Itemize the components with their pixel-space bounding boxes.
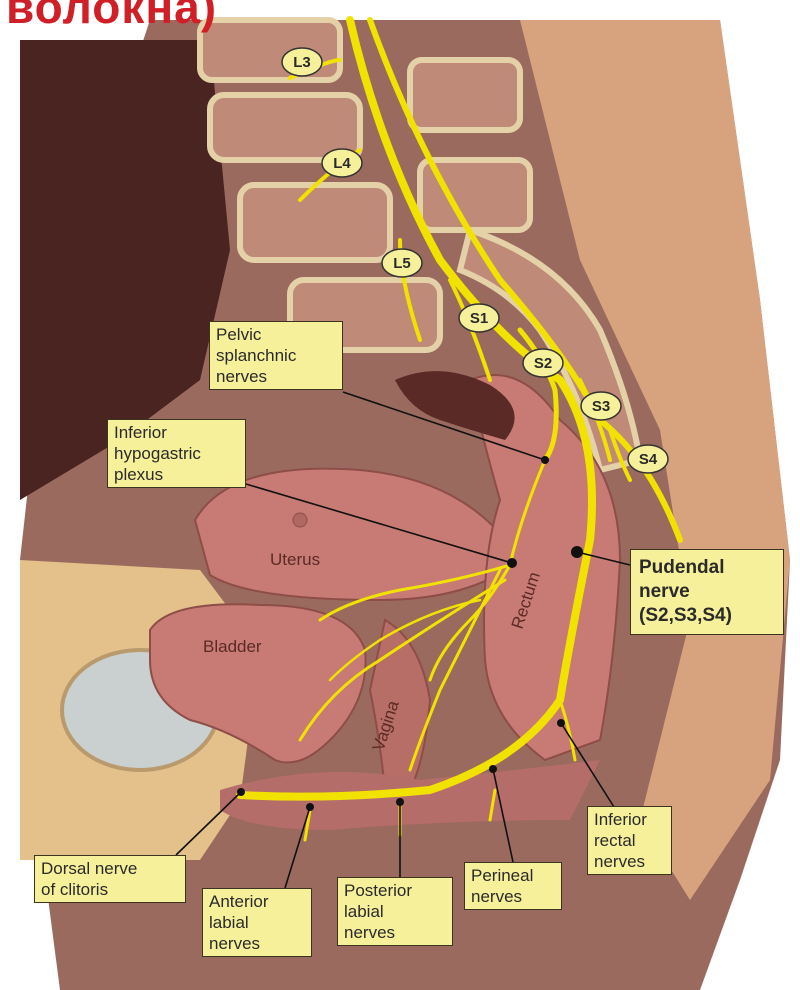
root-label-L4: L4 — [333, 155, 351, 172]
root-label-S1: S1 — [470, 310, 488, 327]
callout-inferior-rectal-nerves: Inferior rectal nerves — [587, 806, 672, 875]
root-label-S2: S2 — [534, 355, 552, 372]
root-S3: S3 — [581, 392, 621, 420]
page-title: волокна) — [6, 0, 217, 34]
uterus-label: Uterus — [270, 550, 320, 569]
root-label-L5: L5 — [393, 255, 411, 272]
uterus-os — [293, 513, 307, 527]
root-label-S3: S3 — [592, 398, 610, 415]
root-S4: S4 — [628, 445, 668, 473]
callout-pelvic-splanchnic-nerves: Pelvic splanchnic nerves — [209, 321, 343, 390]
bladder-label: Bladder — [203, 637, 262, 656]
callout-posterior-labial-nerves: Posterior labial nerves — [337, 877, 453, 946]
callout-anterior-labial-nerves: Anterior labial nerves — [202, 888, 312, 957]
root-L5: L5 — [382, 249, 422, 277]
callout-pudendal-nerve: Pudendal nerve (S2,S3,S4) — [630, 549, 784, 635]
root-L4: L4 — [322, 149, 362, 177]
root-S1: S1 — [459, 304, 499, 332]
callout-perineal-nerves: Perineal nerves — [464, 862, 562, 910]
callout-inferior-hypogastric-plexus: Inferior hypogastric plexus — [107, 419, 246, 488]
root-L3: L3 — [282, 48, 322, 76]
root-S2: S2 — [523, 349, 563, 377]
root-label-L3: L3 — [293, 54, 311, 71]
root-label-S4: S4 — [639, 451, 658, 468]
callout-dorsal-nerve-of-clitoris: Dorsal nerve of clitoris — [34, 855, 186, 903]
